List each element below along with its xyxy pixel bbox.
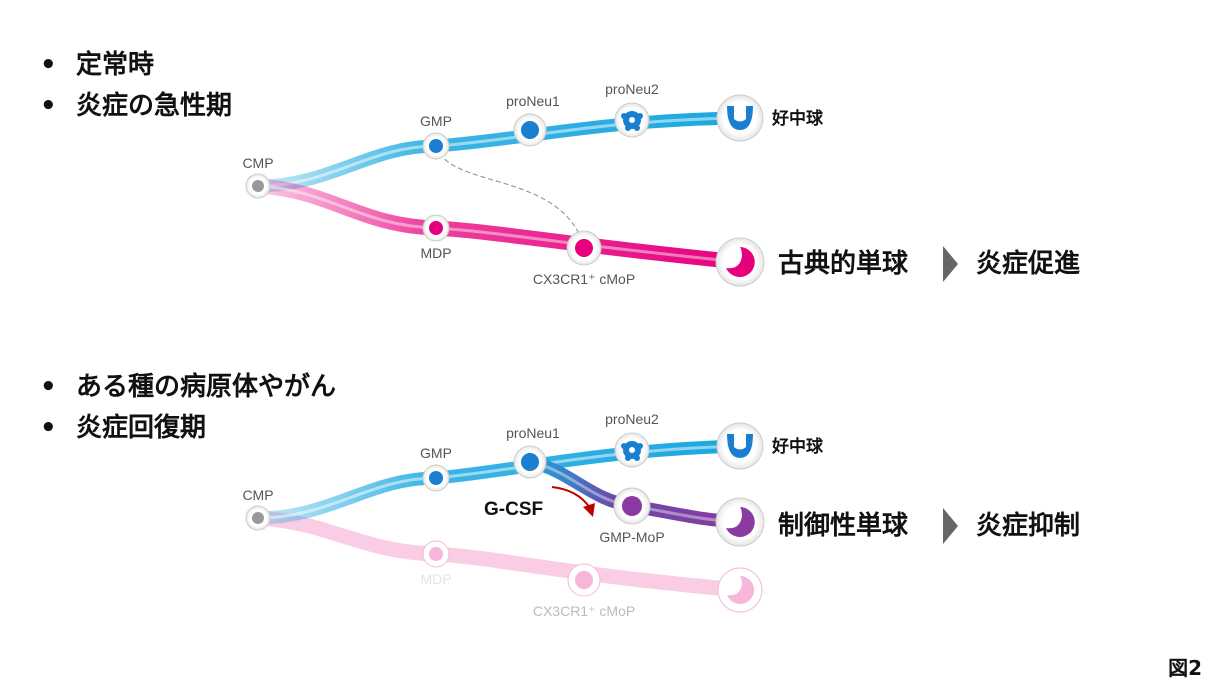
proneu2-cell-icon [621, 111, 643, 131]
monocyte-cell-icon [726, 247, 755, 277]
gmp-mop-label: GMP-MoP [599, 529, 664, 545]
bullet-mark: • [40, 91, 57, 121]
gmp-node [422, 132, 450, 160]
chevron-right-icon [943, 246, 958, 282]
top-condition-item: • 炎症の急性期 [40, 86, 232, 127]
regulatory-monocyte-node [715, 497, 765, 547]
gcsf-arrow [551, 486, 591, 509]
gmp-to-cmop-dashed-link [435, 145, 585, 247]
gmp-mop-node [613, 487, 651, 525]
chevron-right-icon [943, 508, 958, 544]
neutrophil-label: 好中球 [771, 108, 824, 129]
bottom-condition-item: • 炎症回復期 [40, 408, 336, 449]
top-diagram: CMP GMP proNeu1 proNeu2 好中球 MDP CX3CR1⁺ … [242, 81, 1080, 287]
proneu1-node [513, 445, 547, 479]
monocyte-lineage-tube [250, 178, 748, 270]
neutrophil-lineage-tube [251, 111, 747, 193]
proneu2-label: proNeu2 [605, 81, 659, 97]
monocyte-cell-icon [726, 507, 755, 537]
bottom-condition-item: • ある種の病原体やがん [40, 367, 336, 408]
cmop-label: CX3CR1⁺ cMoP [533, 271, 635, 287]
top-condition-list: • 定常時 • 炎症の急性期 [40, 45, 232, 127]
proneu1-label: proNeu1 [506, 93, 560, 109]
condition-steady-state: 定常時 [76, 50, 155, 80]
bottom-diagram: MDP CX3CR1⁺ cMoP G-CSF [242, 411, 1080, 619]
proneu1-node [513, 113, 547, 147]
mdp-node [422, 214, 450, 242]
gmp-node [422, 464, 450, 492]
proneu2-label: proNeu2 [605, 411, 659, 427]
top-condition-item: • 定常時 [40, 45, 232, 86]
faded-cmop-label: CX3CR1⁺ cMoP [533, 603, 635, 619]
gcsf-label: G-CSF [484, 499, 543, 520]
neutrophil-label: 好中球 [771, 436, 824, 457]
condition-pathogen-cancer: ある種の病原体やがん [76, 372, 337, 402]
proneu2-node [614, 432, 650, 468]
cmp-label: CMP [242, 155, 273, 171]
bullet-mark: • [40, 372, 57, 402]
faded-mdp-label: MDP [420, 571, 451, 587]
neutrophil-cell-icon [727, 434, 753, 458]
gmp-label: GMP [420, 113, 452, 129]
condition-acute-inflammation: 炎症の急性期 [76, 91, 233, 121]
classical-monocyte-node [715, 237, 765, 287]
neutrophil-node [716, 422, 764, 470]
proneu1-label: proNeu1 [506, 425, 560, 441]
cmp-node [245, 505, 271, 531]
regulatory-monocyte-label: 制御性単球 [778, 510, 909, 541]
classical-monocyte-label: 古典的単球 [778, 248, 909, 279]
neutrophil-cell-icon [727, 106, 753, 130]
cmp-node [245, 173, 271, 199]
neutrophil-node [716, 94, 764, 142]
proneu2-node [614, 102, 650, 138]
cmop-node [566, 230, 602, 266]
anti-inflammatory-label: 炎症抑制 [976, 510, 1080, 541]
condition-inflammation-recovery: 炎症回復期 [76, 413, 207, 443]
mdp-label: MDP [420, 245, 451, 261]
proneu2-cell-icon [621, 441, 643, 461]
bottom-condition-list: • ある種の病原体やがん • 炎症回復期 [40, 367, 336, 449]
proinflammatory-label: 炎症促進 [976, 248, 1080, 279]
gcsf-arrowhead-icon [583, 503, 595, 517]
bullet-mark: • [40, 50, 57, 80]
bullet-mark: • [40, 413, 57, 443]
figure-number: 図2 [1168, 656, 1202, 680]
gmp-label: GMP [420, 445, 452, 461]
faded-monocyte-lineage [250, 510, 763, 613]
cmp-label: CMP [242, 487, 273, 503]
